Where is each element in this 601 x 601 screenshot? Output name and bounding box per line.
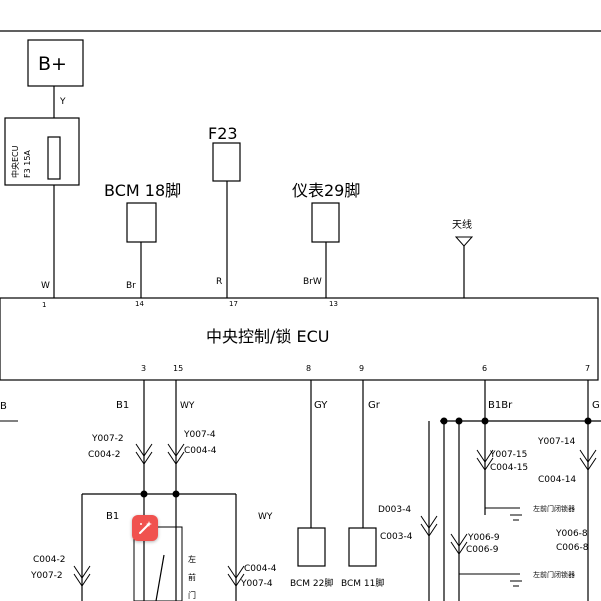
bcm11-label: BCM 11脚	[341, 578, 384, 589]
door-lock-switch-box	[133, 526, 183, 601]
lower-conn-y007-4: Y007-4	[240, 579, 273, 589]
connector-y006-2	[450, 541, 468, 555]
f23-label: F23	[208, 124, 238, 143]
junction-r4	[584, 417, 592, 425]
wire-gr-label: Gr	[368, 400, 381, 411]
bcm22-label: BCM 22脚	[290, 578, 333, 589]
conn-y006-8: Y006-8	[555, 529, 588, 539]
ecu-box	[0, 297, 599, 381]
wire-g-label: G	[592, 400, 600, 411]
fuse-box	[4, 117, 80, 186]
pin17-wire: R	[216, 277, 222, 287]
connector-pin15-2	[167, 451, 185, 465]
conn-d003-4: D003-4	[378, 505, 411, 515]
pin14-wire: Br	[126, 281, 136, 291]
fuse-rating: F3 15A	[23, 150, 32, 178]
pin9-number: 9	[359, 364, 364, 373]
lock-switch-2-label: 左前门闭锁器	[533, 570, 575, 579]
vertical-label-1: 左	[188, 554, 196, 564]
connector-pin15-1	[167, 443, 185, 457]
conn-y006-9: Y006-9	[467, 533, 500, 543]
pin17-number: 17	[229, 300, 238, 308]
pin15-number: 15	[173, 364, 183, 373]
ecu-label: 中央控制/锁 ECU	[206, 327, 329, 346]
conn-y007-14: Y007-14	[537, 437, 576, 447]
f23-box	[212, 142, 241, 182]
bcm11-box	[348, 527, 377, 567]
connector-d003-1	[420, 515, 438, 529]
magic-pen-button[interactable]	[132, 515, 158, 541]
junction-r3	[481, 417, 489, 425]
vertical-label-3: 门	[188, 590, 196, 600]
connector-lower-right-1	[227, 565, 245, 579]
bcm18-box	[126, 202, 157, 243]
bcm22-box	[297, 527, 326, 567]
fuse-element	[47, 136, 61, 180]
bcm18-label: BCM 18脚	[104, 181, 181, 200]
connector-pin6-2	[476, 457, 494, 471]
wire-b1-label: B1	[116, 400, 129, 411]
pin8-number: 8	[306, 364, 311, 373]
wire-wy-label: WY	[180, 401, 195, 411]
pin13-wire: BrW	[303, 277, 322, 287]
junction-pin15	[172, 490, 180, 498]
battery-label: B+	[38, 53, 67, 75]
antenna-label: 天线	[452, 218, 472, 231]
connector-d003-2	[420, 523, 438, 537]
lower-conn-c004-2: C004-2	[33, 555, 65, 565]
wire-gy-label: GY	[314, 400, 328, 411]
conn-c004-4: C004-4	[184, 446, 217, 456]
connector-pin6-1	[476, 449, 494, 463]
meter29-label: 仪表29脚	[292, 181, 360, 200]
connector-pin7-2	[579, 457, 597, 471]
pin7-number: 7	[585, 364, 590, 373]
vertical-label-2: 前	[188, 572, 196, 582]
connector-lower-right-2	[227, 573, 245, 587]
pin1-wire: W	[41, 281, 50, 291]
pin14-number: 14	[135, 300, 144, 308]
conn-y007-4: Y007-4	[183, 430, 216, 440]
connector-pin7-1	[579, 449, 597, 463]
pin6-number: 6	[482, 364, 487, 373]
wire-b1br-label: B1Br	[488, 400, 513, 411]
lower-conn-c004-4: C004-4	[244, 564, 277, 574]
conn-y007-15: Y007-15	[489, 450, 527, 460]
antenna-icon	[454, 236, 474, 247]
lower-wy-label: WY	[258, 512, 273, 522]
wire-y-label: Y	[59, 97, 66, 107]
conn-c006-8: C006-8	[556, 543, 589, 553]
pin1-number: 1	[42, 301, 46, 309]
conn-c004-14: C004-14	[538, 475, 576, 485]
conn-y007-2: Y007-2	[91, 434, 124, 444]
meter29-box	[311, 202, 340, 243]
conn-c006-9: C006-9	[466, 545, 499, 555]
pin13-number: 13	[329, 300, 338, 308]
junction-pin3	[140, 490, 148, 498]
connector-pin3-2	[135, 451, 153, 465]
connector-lower-left-1	[73, 565, 91, 579]
lower-conn-y007-2: Y007-2	[30, 571, 63, 581]
connector-lower-left-2	[73, 573, 91, 587]
wire-b-left: B	[0, 401, 7, 412]
magic-pen-icon	[139, 521, 152, 534]
conn-c003-4: C003-4	[380, 532, 413, 542]
connector-y006-1	[450, 533, 468, 547]
fuse-name: 中央ECU	[10, 145, 20, 178]
lock-switch-1-label: 左前门闭锁器	[533, 504, 575, 513]
battery-box	[27, 39, 84, 87]
conn-c004-15: C004-15	[490, 463, 528, 473]
switch-contact	[155, 554, 165, 601]
connector-pin3-1	[135, 443, 153, 457]
conn-c004-2: C004-2	[88, 450, 120, 460]
pin3-number: 3	[141, 364, 146, 373]
lower-b1-label: B1	[106, 511, 119, 522]
